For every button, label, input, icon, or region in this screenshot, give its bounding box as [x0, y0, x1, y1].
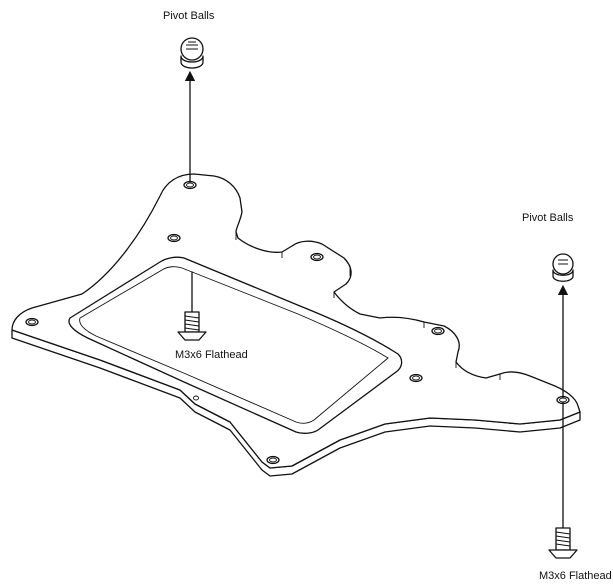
pivot-ball-right: [552, 253, 574, 282]
pivot-ball-top: [180, 37, 204, 69]
screw-center: [177, 311, 207, 341]
mounting-plate: [11, 173, 581, 477]
plate-window-inner-edge: [79, 266, 389, 424]
plate-window-cutout: [68, 256, 403, 434]
hole-top-inner: [186, 182, 194, 188]
hole-tiny: [193, 395, 199, 401]
hole-upper-middle-inner: [313, 254, 321, 260]
plate-holes: [25, 180, 570, 465]
pivot-balls-label-top: Pivot Balls: [163, 10, 215, 22]
screw-bottom: [548, 527, 578, 559]
hole-right-middle-inner: [412, 375, 420, 381]
hole-left-inner: [28, 319, 36, 325]
plate-edge-step: [235, 232, 501, 380]
hole-upper-left-inner: [170, 235, 178, 241]
flathead-screw-label-bottom: M3x6 Flathead: [539, 570, 612, 582]
flathead-screw-label-center: M3x6 Flathead: [175, 349, 248, 361]
hole-bottom-inner: [269, 457, 277, 463]
pivot-balls-label-right: Pivot Balls: [522, 212, 574, 224]
hole-right-upper-inner: [434, 328, 442, 334]
